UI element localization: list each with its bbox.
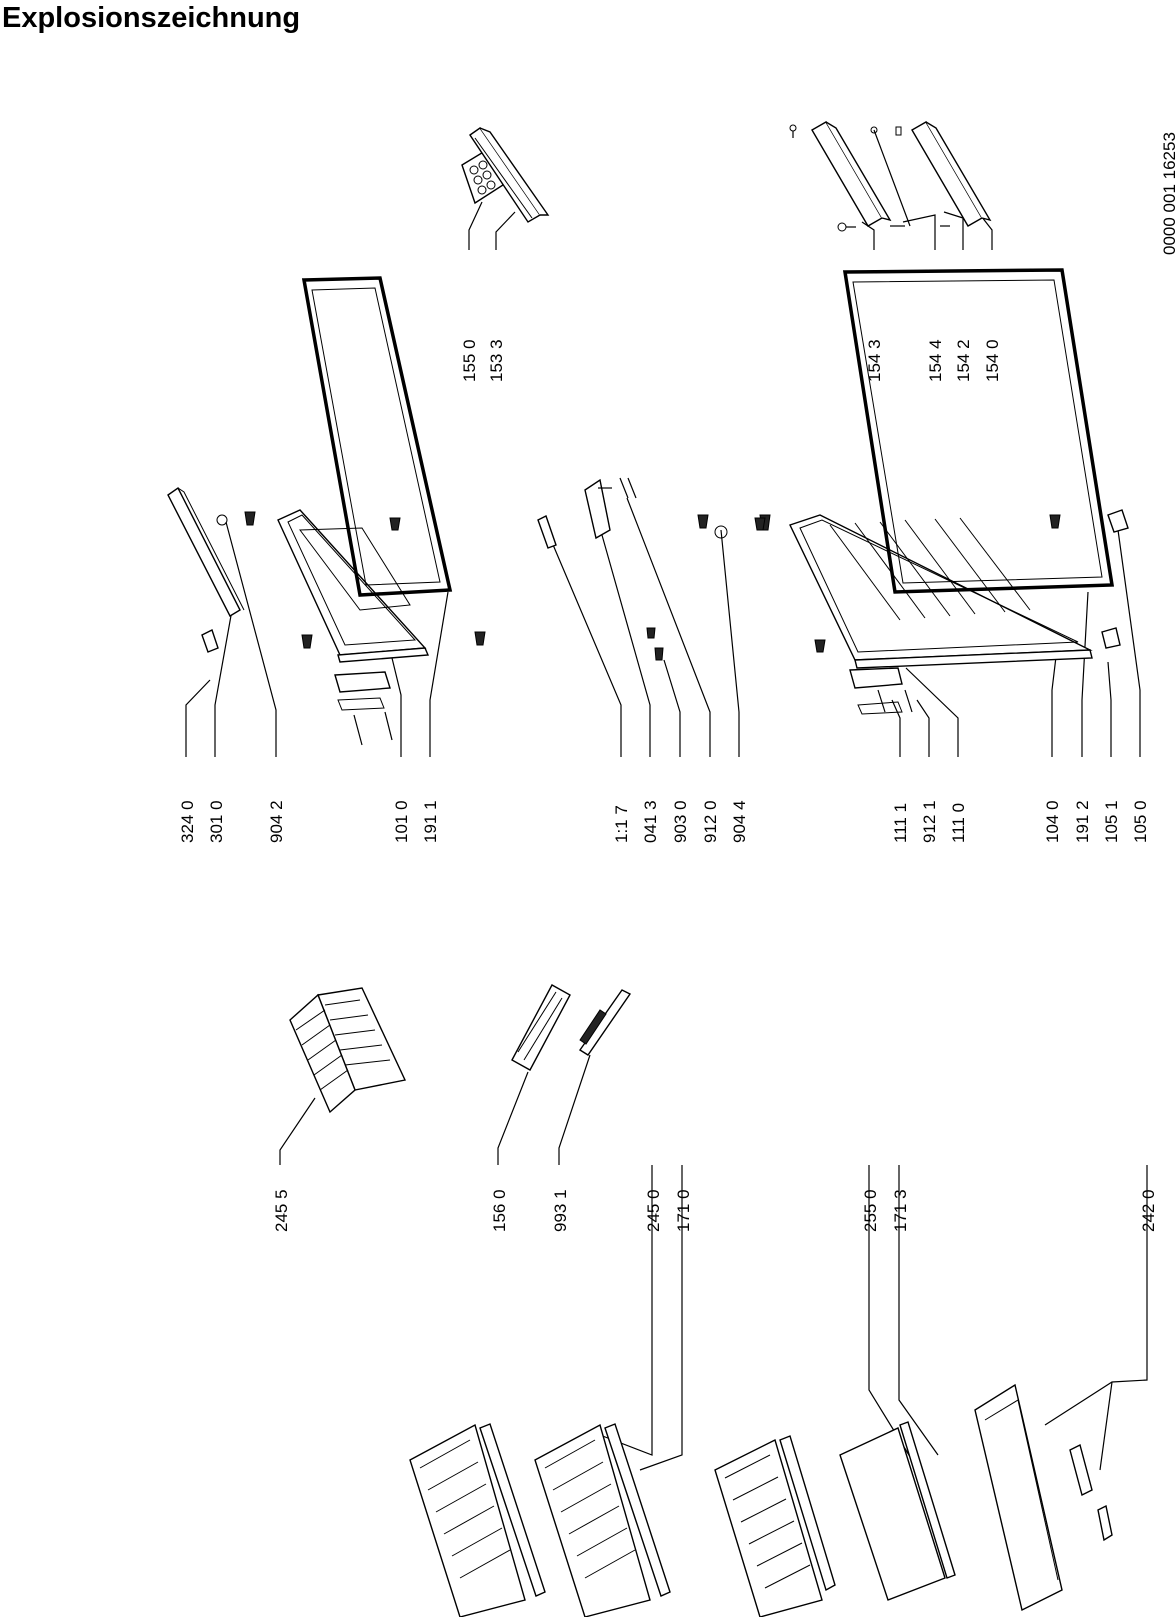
part-hinge-lower [849,667,913,715]
leader-153-3 [495,211,516,250]
label-191-2: 191 2 [1073,800,1092,843]
label-171-0: 171 0 [674,1189,693,1232]
label-105-1: 105 1 [1102,800,1121,843]
leader-111-0 [905,667,959,757]
part-crisper-drawer-242 [974,1383,1113,1612]
leader-154-2 [943,211,964,250]
part-ice-tray-156 [511,984,571,1071]
leader-903-0 [663,659,681,757]
label-041-3: 041 3 [641,800,660,843]
part-door-shelf-153 [469,127,550,223]
part-hinge-upper [334,671,393,746]
part-door-101 [277,509,430,663]
leader-111-1 [891,699,901,757]
leader-245-5 [279,1097,316,1165]
leader-191-1 [429,591,449,757]
label-904-4: 904 4 [730,800,749,843]
label-101-0: 101 0 [392,800,411,843]
leader-171-3 [898,1165,939,1456]
label-324-0: 324 0 [178,800,197,843]
leader-191-2 [1081,591,1089,757]
part-strip-111-7 [537,515,557,549]
label-111-7: 1:1 7 [612,805,631,843]
leader-155-0 [468,201,483,250]
label-245-5: 245 5 [272,1189,291,1232]
label-904-2: 904 2 [267,800,286,843]
leader-301-0 [214,609,233,757]
label-245-0: 245 0 [644,1189,663,1232]
leader-912-1 [916,699,930,757]
label-153-3: 153 3 [487,339,506,382]
leader-904-2 [225,521,277,757]
leader-156-0 [497,1071,529,1165]
part-grid-shelf-3 [714,1435,836,1617]
label-242-0: 242 0 [1139,1189,1158,1232]
screws-upper [216,511,486,649]
leader-111-7 [550,539,622,757]
leader-154-3 [861,221,875,250]
part-grid-shelf-1 [409,1423,546,1617]
label-191-1: 191 1 [421,800,440,843]
label-154-3-top: 154 3 [865,339,884,382]
doc-code: 0000 001 16253 [1160,132,1176,255]
part-door-104 [789,514,1093,669]
label-154-2: 154 2 [954,339,973,382]
part-handle-bar-324 [167,486,245,617]
part-gasket-191-1 [301,276,453,597]
part-screws-912-0 [619,477,664,661]
leader-101-0 [391,657,402,757]
label-155-0: 155 0 [460,339,479,382]
part-cap-301 [201,629,219,653]
label-111-1: 111 1 [891,803,910,843]
part-hinge-caps-105 [1101,509,1129,649]
label-993-1: 993 1 [551,1189,570,1232]
label-912-1: 912 1 [920,800,939,843]
label-912-0: 912 0 [701,800,720,843]
leader-242-0-b [1099,1381,1113,1471]
part-glass-shelf-255 [839,1421,956,1601]
part-door-shelf-154-3 [789,121,892,232]
label-171-3: 171 3 [891,1189,910,1232]
leader-993-1 [558,1054,591,1165]
page-title: Explosionszeichnung [2,2,301,34]
part-wire-basket-245-5 [289,987,407,1114]
leader-154-4 [902,214,936,250]
label-111-0: 111 0 [949,803,968,843]
leader-242-0 [1044,1165,1148,1426]
leader-105-0 [1117,529,1141,757]
part-door-shelf-154-0 [870,121,992,227]
part-scraper-993 [579,989,632,1056]
leader-171-0 [639,1165,683,1471]
leader-041-3 [599,527,651,757]
label-154-4: 154 4 [926,339,945,382]
label-154-0: 154 0 [983,339,1002,382]
leader-105-1 [1107,661,1112,757]
part-labels: 155 0 153 3 154 3 154 4 154 2 154 0 0000… [178,132,1176,1232]
part-grid-shelf-2 [534,1423,671,1617]
leader-324-0 [185,679,211,757]
label-301-0: 301 0 [207,800,226,843]
screws-right [697,514,1061,653]
label-903-0: 903 0 [671,800,690,843]
leader-904-4 [720,529,740,757]
label-255-0: 255 0 [861,1189,880,1232]
part-hinge-041-3 [584,478,612,540]
label-156-0: 156 0 [490,1189,509,1232]
leader-lines [185,201,1148,1471]
leader-912-0 [626,497,711,757]
label-105-0: 105 0 [1131,800,1150,843]
label-104-0: 104 0 [1043,800,1062,843]
part-gasket-191-2 [842,268,1115,594]
